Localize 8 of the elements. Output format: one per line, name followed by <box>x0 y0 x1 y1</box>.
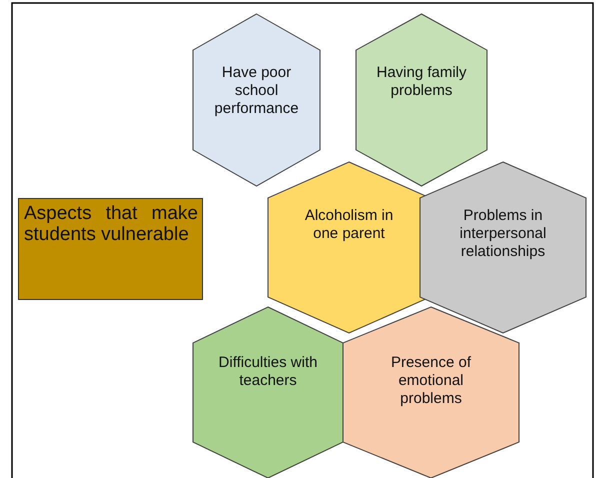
hexagon-text: Alcoholism in one parent <box>304 207 394 243</box>
hexagon-text: Have poor school performance <box>213 64 300 118</box>
hexagon-text: Difficulties with teachers <box>218 354 318 390</box>
heading-text: Aspects that make students vulnerable <box>24 203 198 245</box>
hexagon-text: Presence of emotional problems <box>390 354 472 408</box>
heading-box <box>18 198 203 300</box>
hexagon-text: Problems in interpersonal relationships <box>458 207 548 261</box>
hexagon-text: Having family problems <box>375 64 468 100</box>
